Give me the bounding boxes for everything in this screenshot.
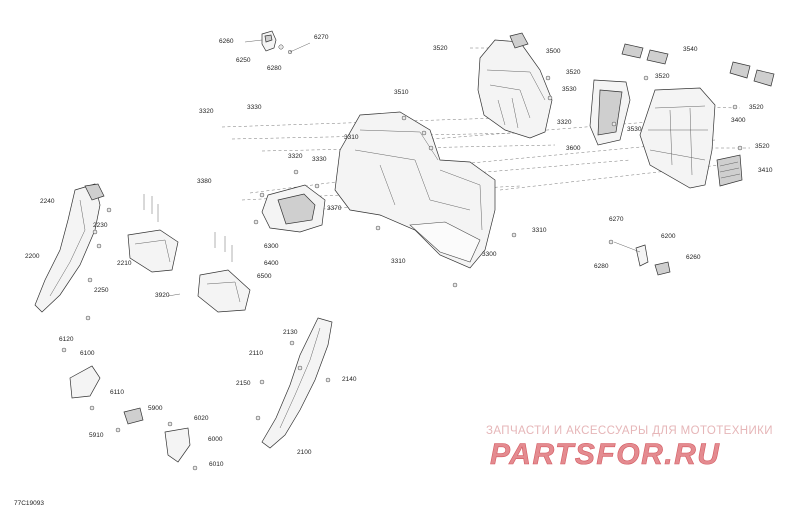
part-label-6020: 6020 <box>194 415 209 422</box>
part-label-2230: 2230 <box>93 222 108 229</box>
part-label-3320: 3320 <box>199 108 214 115</box>
part-label-2140: 2140 <box>342 376 357 383</box>
part-label-3320: 3320 <box>288 153 303 160</box>
part-label-6200: 6200 <box>661 233 676 240</box>
part-label-3400: 3400 <box>731 117 746 124</box>
pad-3600 <box>589 79 631 146</box>
part-label-3500: 3500 <box>546 48 561 55</box>
side-panel-2200 <box>34 183 112 321</box>
side-panel-2100 <box>255 317 333 449</box>
part-label-2250: 2250 <box>94 287 109 294</box>
part-label-3510: 3510 <box>394 89 409 96</box>
part-label-6270: 6270 <box>314 34 329 41</box>
part-label-6000: 6000 <box>208 436 223 443</box>
watermark-logo: PARTSFOR.RU <box>490 439 720 469</box>
dashboard-3300 <box>334 111 517 288</box>
bracket-6200 <box>608 239 671 276</box>
bezel-3370 <box>253 169 326 233</box>
part-label-3530: 3530 <box>627 126 642 133</box>
part-label-3520: 3520 <box>749 104 764 111</box>
part-label-3330: 3330 <box>247 104 262 111</box>
part-label-2240: 2240 <box>40 198 55 205</box>
cover-3500 <box>477 32 553 139</box>
part-label-2110: 2110 <box>249 350 263 357</box>
part-label-6300: 6300 <box>264 243 279 250</box>
part-label-6260: 6260 <box>219 38 234 45</box>
part-label-5910: 5910 <box>89 432 104 439</box>
part-label-3370: 3370 <box>327 205 342 212</box>
part-label-3320: 3320 <box>557 119 572 126</box>
part-label-6400: 6400 <box>264 260 279 267</box>
part-label-6100: 6100 <box>80 350 95 357</box>
part-label-3300: 3300 <box>482 251 497 258</box>
part-label-2200: 2200 <box>25 253 40 260</box>
part-label-3310: 3310 <box>344 134 359 141</box>
part-label-3330: 3330 <box>312 156 327 163</box>
cover-3410 <box>716 154 743 187</box>
part-label-3920: 3920 <box>155 292 170 299</box>
part-label-3310: 3310 <box>532 227 547 234</box>
part-label-3310: 3310 <box>391 258 406 265</box>
part-label-3600: 3600 <box>566 145 581 152</box>
part-label-3410: 3410 <box>758 167 773 174</box>
part-label-6500: 6500 <box>257 273 272 280</box>
part-label-2150: 2150 <box>236 380 251 387</box>
part-label-6120: 6120 <box>59 336 74 343</box>
part-label-6280: 6280 <box>594 263 609 270</box>
part-label-3520: 3520 <box>655 73 670 80</box>
part-label-6270: 6270 <box>609 216 624 223</box>
watermark: ЗАПЧАСТИ И АКСЕССУАРЫ ДЛЯ МОТОТЕХНИКИ PA… <box>486 425 786 475</box>
part-label-3380: 3380 <box>197 178 212 185</box>
part-label-5900: 5900 <box>148 405 163 412</box>
part-label-3540: 3540 <box>683 46 698 53</box>
part-label-6110: 6110 <box>110 389 124 396</box>
part-label-3520: 3520 <box>433 45 448 52</box>
part-label-3520: 3520 <box>566 69 581 76</box>
part-label-2100: 2100 <box>297 449 312 456</box>
bracket-6250 <box>244 30 311 55</box>
part-label-2130: 2130 <box>283 329 298 336</box>
watermark-logo-text: PARTSFOR.RU <box>490 439 720 469</box>
part-label-6250: 6250 <box>236 57 251 64</box>
part-label-3520: 3520 <box>755 143 770 150</box>
watermark-tagline: ЗАПЧАСТИ И АКСЕССУАРЫ ДЛЯ МОТОТЕХНИКИ <box>486 425 773 437</box>
brackets-bottom-left <box>61 347 198 471</box>
part-label-6260: 6260 <box>686 254 701 261</box>
part-label-6010: 6010 <box>209 461 224 468</box>
part-label-3530: 3530 <box>562 86 577 93</box>
part-label-6280: 6280 <box>267 65 282 72</box>
part-label-2210: 2210 <box>117 260 132 267</box>
console-3400 <box>639 87 743 189</box>
diagram-code: 77C19093 <box>14 500 44 507</box>
speaker-boxes-3920 <box>127 194 251 313</box>
buttons-3540 <box>611 43 775 127</box>
